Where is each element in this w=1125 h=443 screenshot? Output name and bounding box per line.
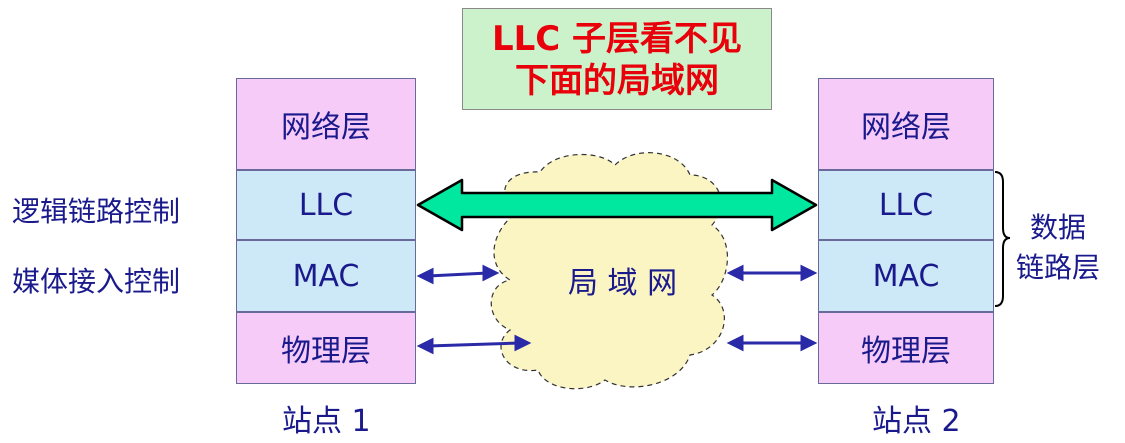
station1-network-layer: 网络层 bbox=[236, 78, 416, 170]
physical-arrow-left bbox=[416, 334, 532, 355]
physical-arrow-right bbox=[726, 334, 818, 352]
title-box: LLC 子层看不见 下面的局域网 bbox=[462, 8, 772, 110]
data-link-layer-label-line1: 数据 bbox=[1030, 211, 1087, 244]
title-line-2: 下面的局域网 bbox=[515, 61, 719, 101]
llc-logical-link-arrow bbox=[416, 178, 818, 232]
station1-caption: 站点 1 bbox=[282, 404, 371, 439]
station1-mac-layer: MAC bbox=[236, 240, 416, 312]
station2-physical-label: 物理层 bbox=[861, 334, 951, 369]
station2-mac-label: MAC bbox=[872, 258, 940, 294]
station1-llc-layer: LLC bbox=[236, 170, 416, 240]
station2-mac-layer: MAC bbox=[818, 240, 994, 312]
lan-cloud-label: 局 域 网 bbox=[568, 266, 678, 301]
station1-mac-label: MAC bbox=[292, 258, 360, 294]
station1-llc-label: LLC bbox=[298, 187, 354, 223]
station2-physical-layer: 物理层 bbox=[818, 312, 994, 384]
station2-network-label: 网络层 bbox=[861, 110, 951, 145]
title-line-1: LLC 子层看不见 bbox=[491, 19, 743, 59]
mac-description-label: 媒体接入控制 bbox=[12, 265, 181, 298]
station2-llc-layer: LLC bbox=[818, 170, 994, 240]
data-link-layer-label-line2: 链路层 bbox=[1016, 251, 1101, 284]
mac-arrow-right bbox=[726, 264, 818, 282]
station2-caption: 站点 2 bbox=[872, 404, 961, 439]
data-link-brace bbox=[994, 171, 1011, 307]
station1-network-label: 网络层 bbox=[281, 110, 371, 145]
llc-description-label: 逻辑链路控制 bbox=[12, 195, 181, 228]
station2-network-layer: 网络层 bbox=[818, 78, 994, 170]
station2-llc-label: LLC bbox=[878, 187, 934, 223]
station1-physical-label: 物理层 bbox=[281, 334, 371, 369]
mac-arrow-left bbox=[416, 264, 500, 285]
station1-physical-layer: 物理层 bbox=[236, 312, 416, 384]
